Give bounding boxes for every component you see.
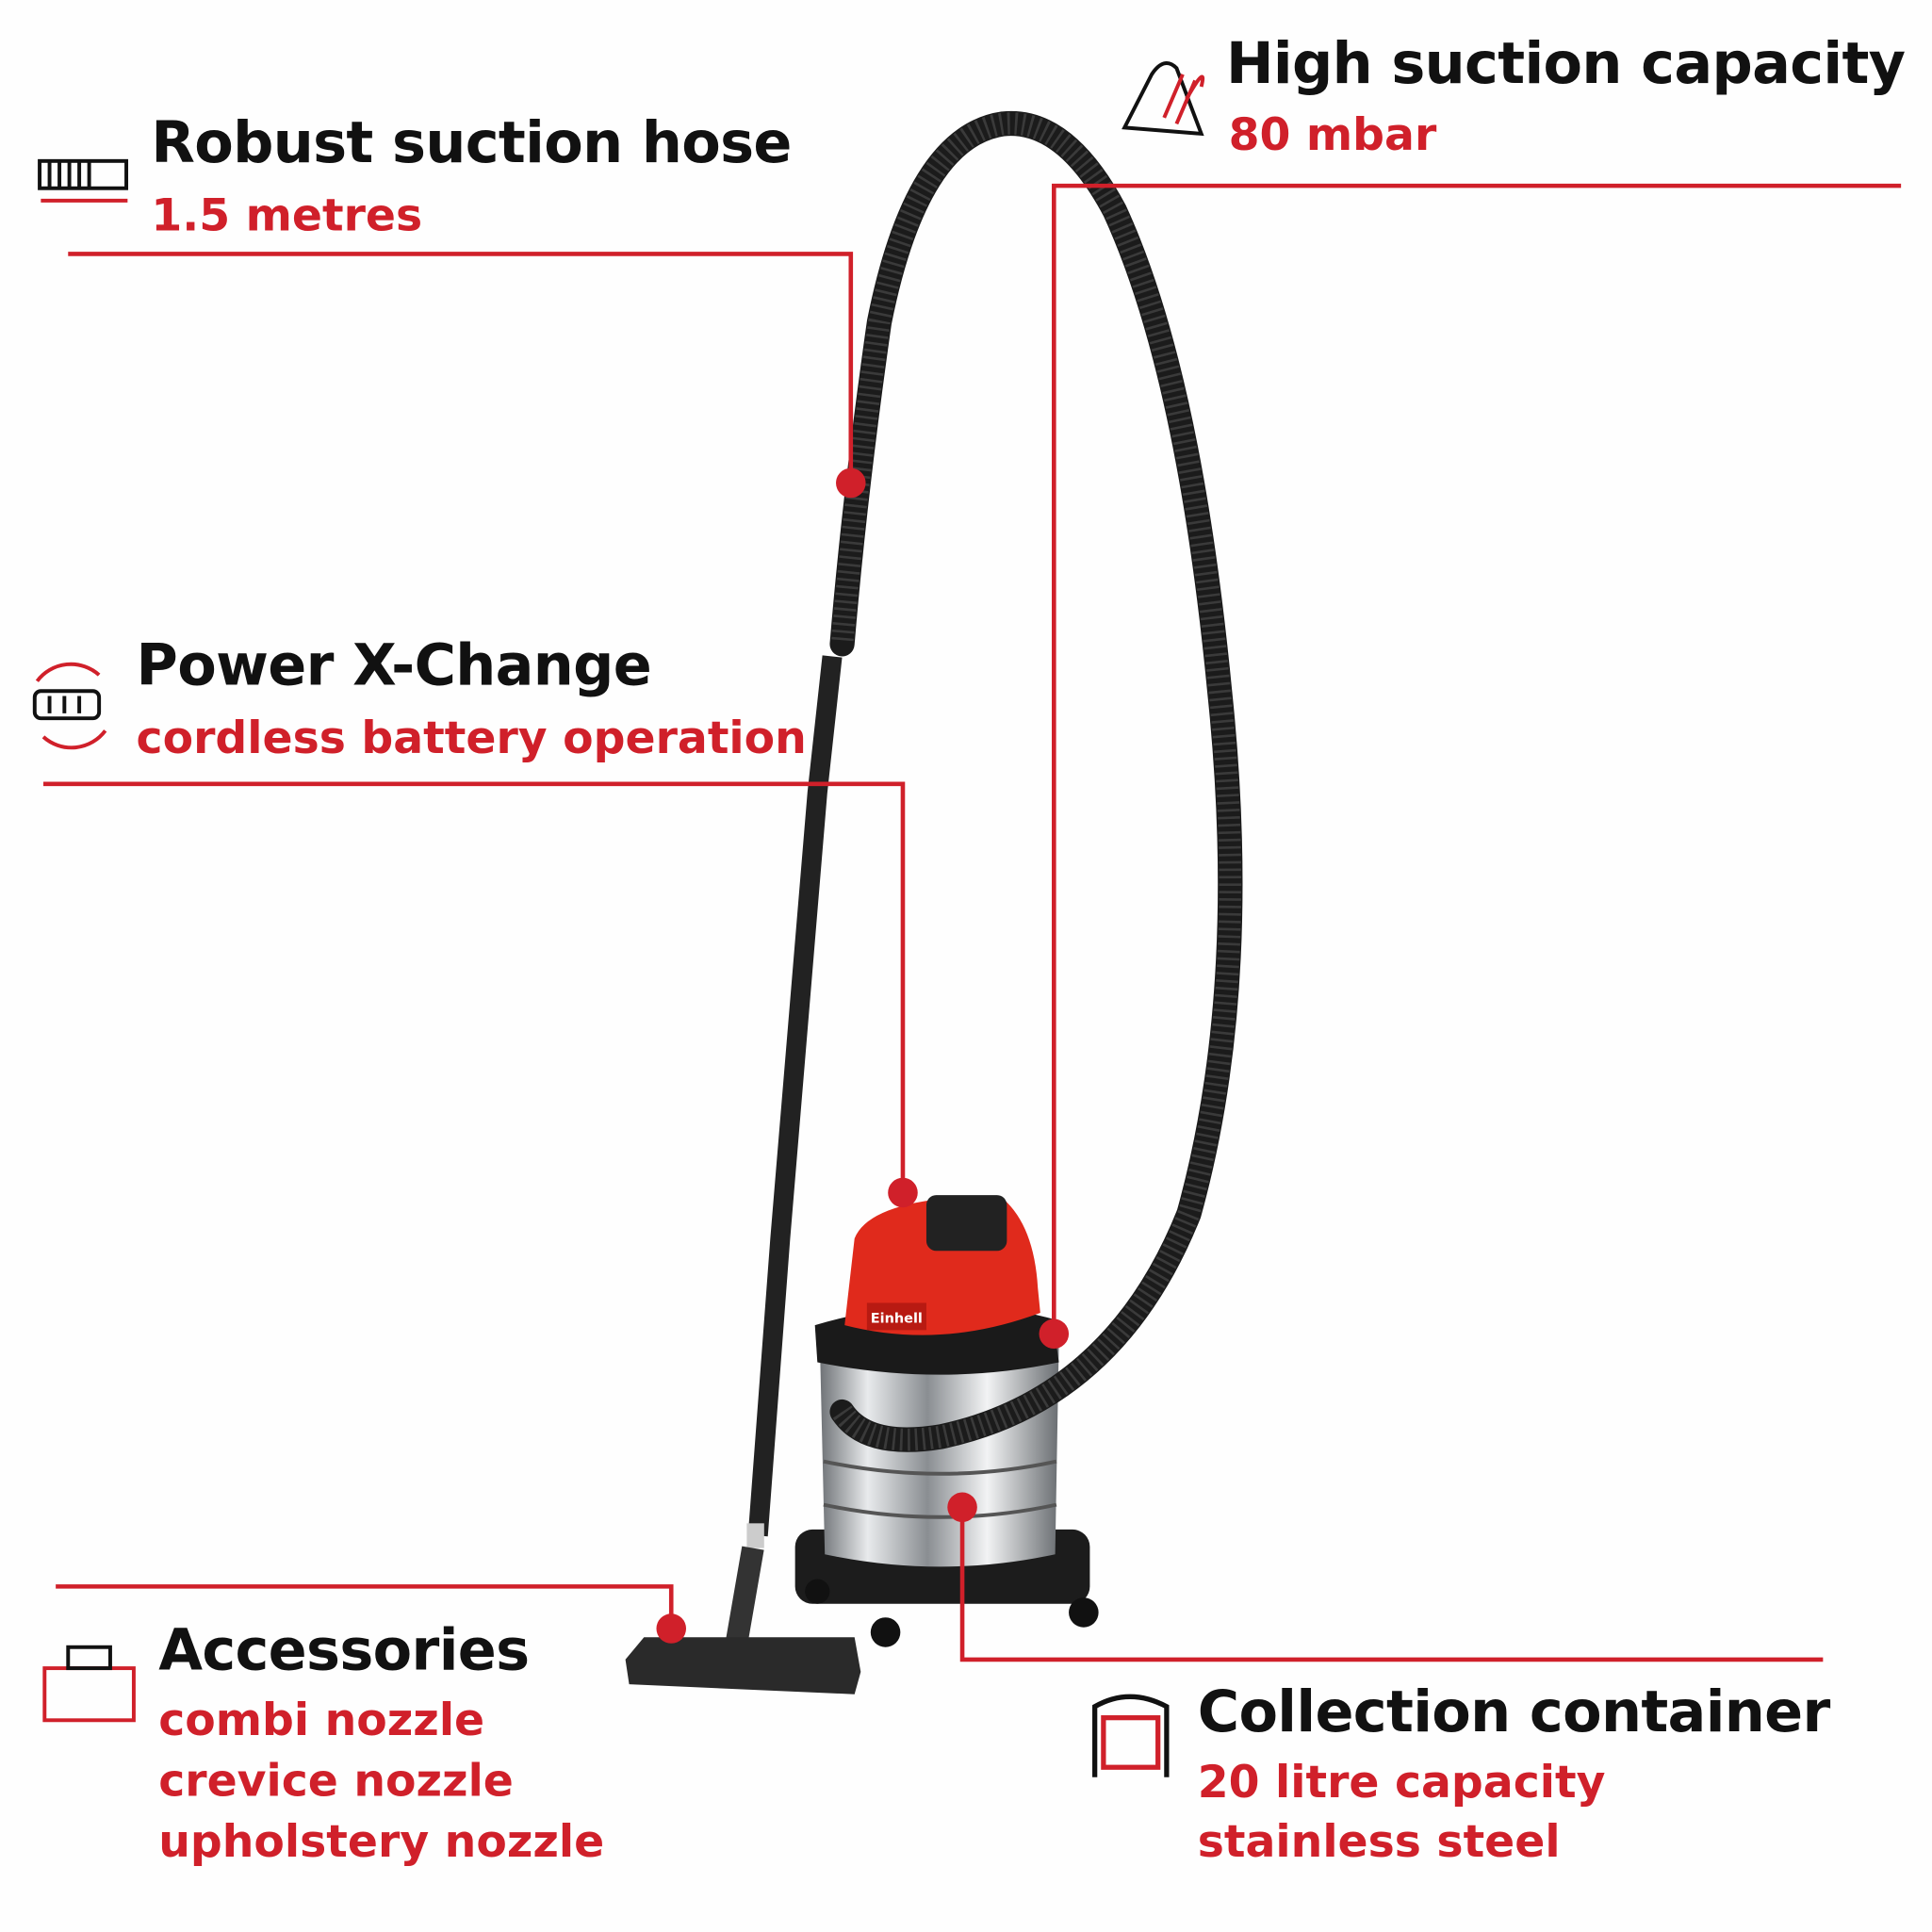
hose-title: Robust suction hose	[151, 108, 792, 176]
callout-line-battery	[42, 781, 906, 1193]
callout-dot-container	[947, 1492, 977, 1523]
callout-dots	[656, 467, 1070, 1644]
hose-detail: 1.5 metres	[151, 190, 423, 242]
container-detail: stainless steel	[1197, 1816, 1561, 1868]
battery-title: Power X-Change	[136, 631, 652, 699]
callout-line-hose	[68, 252, 854, 483]
callout-dot-accessories	[656, 1613, 687, 1644]
suction-icon	[1122, 61, 1205, 137]
brand-plate	[866, 1302, 926, 1331]
accessories-item: crevice nozzle	[158, 1756, 514, 1808]
callout-dot-hose	[836, 467, 866, 499]
suction-detail: 80 mbar	[1228, 109, 1437, 161]
container-title: Collection container	[1197, 1678, 1831, 1745]
callout-line-container	[959, 1507, 1824, 1662]
callout-dot-suction	[1039, 1318, 1070, 1350]
battery-exchange-icon	[32, 662, 107, 750]
accessories-item: upholstery nozzle	[158, 1816, 605, 1868]
vacuum-cleaner-image: Einhell	[625, 110, 1243, 1695]
accessories-title: Accessories	[158, 1615, 530, 1683]
container-icon	[1092, 1694, 1170, 1777]
brand-logo: Einhell	[871, 1311, 923, 1326]
battery-detail: cordless battery operation	[136, 712, 807, 764]
accessories-item: combi nozzle	[158, 1695, 485, 1746]
callout-dot-battery	[888, 1177, 918, 1208]
container-detail: 20 litre capacity	[1197, 1757, 1606, 1809]
toolbox-icon	[42, 1645, 136, 1723]
hose-length-icon	[38, 158, 129, 203]
suction-title: High suction capacity	[1225, 29, 1906, 97]
callout-line-suction	[1051, 183, 1902, 1334]
